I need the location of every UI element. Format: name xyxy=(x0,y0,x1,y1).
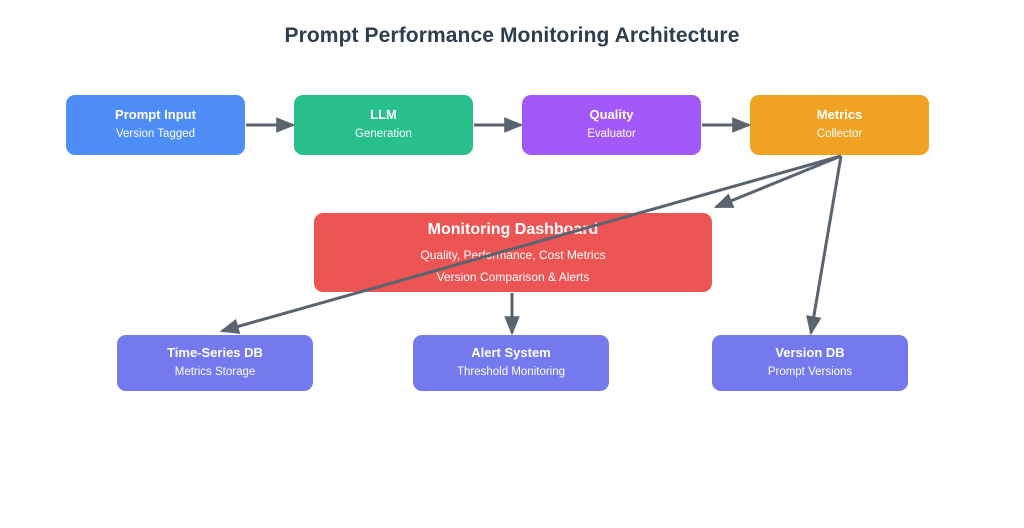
node-quality-title: Quality xyxy=(589,107,634,123)
node-prompt-input-title: Prompt Input xyxy=(115,107,196,123)
arrow-metrics-to-dashboard xyxy=(713,154,842,209)
node-llm-subtitle: Generation xyxy=(355,128,412,141)
node-time-series-db[interactable]: Time-Series DB Metrics Storage xyxy=(117,335,313,391)
node-alert-system-title: Alert System xyxy=(471,345,551,361)
node-metrics[interactable]: Metrics Collector xyxy=(750,95,929,155)
node-version-db-subtitle: Prompt Versions xyxy=(767,366,853,379)
node-alert-system[interactable]: Alert System Threshold Monitoring xyxy=(413,335,609,391)
node-time-series-db-title: Time-Series DB xyxy=(167,345,263,361)
node-llm-title: LLM xyxy=(370,107,397,123)
node-quality-subtitle: Evaluator xyxy=(587,128,636,141)
node-monitoring-dashboard-line1: Quality, Performance, Cost Metrics xyxy=(420,248,606,263)
node-metrics-subtitle: Collector xyxy=(816,128,863,141)
node-prompt-input-subtitle: Version Tagged xyxy=(115,128,196,141)
node-monitoring-dashboard[interactable]: Monitoring Dashboard Quality, Performanc… xyxy=(314,213,712,292)
node-metrics-title: Metrics xyxy=(816,107,863,123)
node-llm[interactable]: LLM Generation xyxy=(294,95,473,155)
node-monitoring-dashboard-line2: Version Comparison & Alerts xyxy=(436,269,590,284)
arrow-metrics-to-version-db xyxy=(806,155,843,336)
node-monitoring-dashboard-title: Monitoring Dashboard xyxy=(427,221,599,239)
node-version-db-title: Version DB xyxy=(775,345,845,361)
node-quality[interactable]: Quality Evaluator xyxy=(522,95,701,155)
node-time-series-db-subtitle: Metrics Storage xyxy=(174,366,256,379)
node-alert-system-subtitle: Threshold Monitoring xyxy=(456,366,566,379)
node-prompt-input[interactable]: Prompt Input Version Tagged xyxy=(66,95,245,155)
node-version-db[interactable]: Version DB Prompt Versions xyxy=(712,335,908,391)
page-title: Prompt Performance Monitoring Architectu… xyxy=(284,24,740,47)
